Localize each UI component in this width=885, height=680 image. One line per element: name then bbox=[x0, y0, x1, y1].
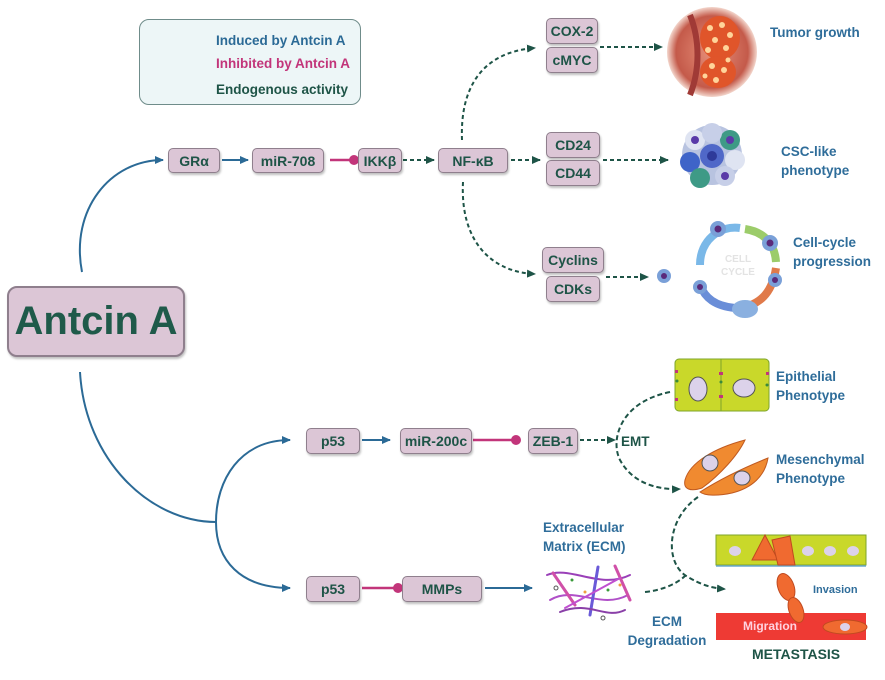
node-antcin-a[interactable]: Antcin A bbox=[7, 286, 185, 357]
process-emt: EMT bbox=[621, 434, 650, 449]
edge-lower-p53-bottom bbox=[215, 521, 291, 592]
node-cd24[interactable]: CD24 bbox=[546, 132, 600, 158]
node-p53-ecm[interactable]: p53 bbox=[306, 576, 360, 602]
node-mir-200c[interactable]: miR-200c bbox=[400, 428, 472, 454]
outcome-csc-like: CSC-like phenotype bbox=[781, 144, 850, 178]
phenotype-mesenchymal: Mesenchymal Phenotype bbox=[776, 452, 865, 486]
node-mmps[interactable]: MMPs bbox=[402, 576, 482, 602]
csc-cluster-image bbox=[680, 123, 745, 188]
edge-nfkb-cyclins bbox=[461, 181, 536, 278]
epithelial-cells-image bbox=[674, 358, 770, 412]
node-cyclins[interactable]: Cyclins bbox=[542, 247, 604, 273]
edge-nfkb-cox2 bbox=[460, 44, 536, 141]
invasion-label: Invasion bbox=[813, 584, 858, 596]
cell-cycle-text: CELL bbox=[725, 254, 751, 265]
node-ikkb[interactable]: IKKβ bbox=[358, 148, 402, 173]
process-ecm-degradation: ECM Degradation bbox=[627, 614, 707, 648]
metastasis-image bbox=[715, 533, 868, 640]
node-p53-emt[interactable]: p53 bbox=[306, 428, 360, 454]
edge-antcin-gra bbox=[78, 156, 164, 273]
node-cmyc[interactable]: cMYC bbox=[546, 47, 598, 73]
ecm-label: Extracellular Matrix (ECM) bbox=[543, 520, 626, 554]
node-cd44[interactable]: CD44 bbox=[546, 160, 600, 186]
legend-endogenous-label: Endogenous activity bbox=[216, 82, 349, 97]
legend-item-inhibited: Inhibited by Antcin A bbox=[140, 53, 360, 75]
edge-lower-p53-top bbox=[215, 436, 291, 523]
mesenchymal-cells-image bbox=[684, 439, 769, 496]
node-nfkb[interactable]: NF-κB bbox=[438, 148, 508, 173]
metastasis-title: METASTASIS bbox=[752, 646, 841, 662]
node-gra[interactable]: GRα bbox=[168, 148, 220, 173]
migration-label: Migration bbox=[743, 619, 797, 633]
node-mir-708[interactable]: miR-708 bbox=[252, 148, 324, 173]
node-zeb1[interactable]: ZEB-1 bbox=[528, 428, 578, 454]
edge-emt-curve bbox=[615, 391, 681, 494]
phenotype-epithelial: Epithelial Phenotype bbox=[776, 369, 846, 403]
node-cdks[interactable]: CDKs bbox=[546, 276, 600, 302]
edge-antcin-lower bbox=[79, 371, 217, 523]
cell-cycle-image: CELL CYCLE bbox=[657, 221, 782, 318]
node-cox2[interactable]: COX-2 bbox=[546, 18, 598, 44]
outcome-tumor-growth: Tumor growth bbox=[770, 25, 860, 40]
legend: Induced by Antcin A Inhibited by Antcin … bbox=[139, 19, 361, 105]
legend-inhibited-label: Inhibited by Antcin A bbox=[216, 56, 350, 71]
tumor-growth-image bbox=[667, 7, 757, 97]
outcome-cell-cycle: Cell-cycle progression bbox=[793, 235, 872, 269]
legend-item-endogenous: Endogenous activity bbox=[140, 79, 360, 101]
svg-text:CYCLE: CYCLE bbox=[721, 267, 755, 278]
edge-ecm-degradation bbox=[644, 572, 689, 593]
legend-item-induced: Induced by Antcin A bbox=[140, 30, 360, 52]
ecm-fibers-image bbox=[546, 564, 632, 621]
legend-induced-label: Induced by Antcin A bbox=[216, 33, 346, 48]
